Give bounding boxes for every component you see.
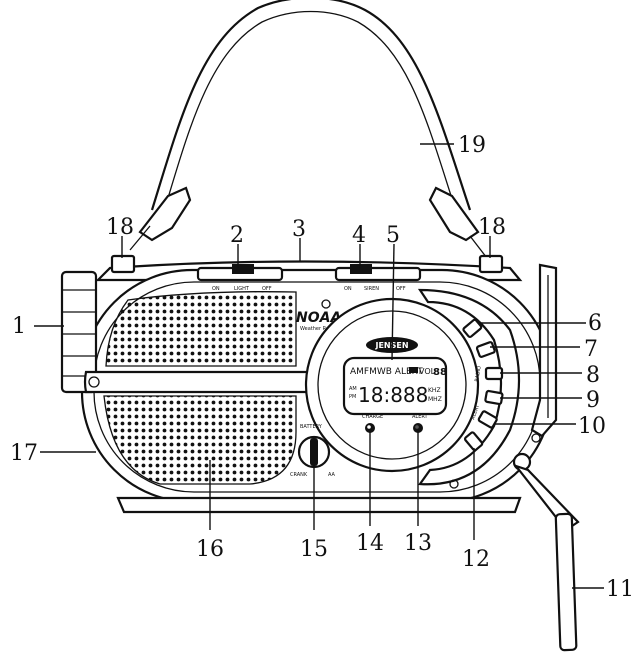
button-9[interactable] — [484, 389, 504, 406]
callout-19: 19 — [458, 133, 486, 158]
siren-switch-name-label: SIREN — [364, 286, 379, 292]
alert-label: ALERT — [412, 414, 428, 420]
light-switch-name-label: LIGHT — [234, 286, 250, 292]
lcd-display: AMFMWB ALERT VOL 88 AM PM 18:888 KHZ MHZ — [342, 356, 448, 416]
callout-13: 13 — [404, 531, 432, 556]
strap-mount-left — [110, 254, 136, 274]
speaker-grille — [83, 291, 342, 485]
radio-side-label: RADIO — [474, 366, 483, 383]
noaa-subtitle: Weather Radio — [300, 326, 337, 332]
callout-2: 2 — [230, 223, 244, 248]
antenna — [512, 452, 580, 652]
alert-indicator: ALERT — [412, 414, 428, 433]
callout-3: 3 — [292, 217, 306, 242]
charge-indicator: CHARGE — [362, 414, 383, 433]
siren-switch[interactable]: ON SIREN OFF — [334, 264, 422, 292]
callout-11: 11 — [606, 577, 634, 602]
callout-12: 12 — [462, 547, 490, 572]
callout-18-right: 18 — [478, 215, 506, 240]
leader-lines — [34, 143, 604, 589]
lcd-frequency-digits: 18:888 — [358, 383, 428, 407]
battery-selector-aa: AA — [328, 472, 336, 478]
callout-8: 8 — [586, 363, 600, 388]
light-switch-on-label: ON — [212, 286, 220, 292]
callout-14: 14 — [356, 531, 384, 556]
callout-4: 4 — [352, 223, 366, 248]
callout-10: 10 — [578, 414, 606, 439]
callout-9: 9 — [586, 388, 600, 413]
callout-7: 7 — [584, 337, 598, 362]
siren-switch-off-label: OFF — [396, 286, 406, 292]
button-8[interactable] — [484, 366, 504, 381]
jensen-logo-text: JENSEN — [374, 341, 408, 350]
carrying-strap — [129, 0, 491, 263]
crank-handle — [530, 263, 558, 438]
strap-mount-right — [478, 254, 504, 274]
callout-labels: 1 2 3 4 5 6 7 8 9 10 11 12 13 14 15 16 1… — [10, 133, 634, 602]
lcd-am-indicator: AM — [349, 386, 357, 392]
charge-label: CHARGE — [362, 414, 383, 420]
button-12[interactable] — [463, 431, 484, 452]
callout-18-left: 18 — [106, 215, 134, 240]
noaa-badge: NOAA Weather Radio — [296, 299, 341, 332]
lcd-vol-label: VOL — [419, 367, 436, 376]
siren-switch-on-label: ON — [344, 286, 352, 292]
side-flashlight-panel — [60, 270, 98, 394]
lcd-band-indicators: AMFMWB ALERT — [350, 367, 423, 377]
noaa-logo-text: NOAA — [296, 310, 341, 326]
lcd-battery-icon — [409, 367, 418, 373]
light-switch-off-label: OFF — [262, 286, 272, 292]
battery-selector-title: BATTERY — [300, 424, 323, 430]
callout-6: 6 — [588, 311, 602, 336]
callout-17: 17 — [10, 441, 38, 466]
lcd-khz-indicator: KHZ — [428, 387, 441, 394]
lcd-vol-digits: 88 — [433, 367, 447, 378]
alert-side-label: ALERT — [470, 403, 481, 421]
light-switch[interactable]: ON LIGHT OFF — [196, 264, 284, 292]
callout-16: 16 — [196, 537, 224, 562]
callout-15: 15 — [300, 537, 328, 562]
lcd-mhz-indicator: MHZ — [428, 396, 442, 403]
battery-selector[interactable]: BATTERY CRANK AA — [290, 424, 336, 478]
callout-1: 1 — [12, 314, 26, 339]
lcd-pm-indicator: PM — [349, 394, 356, 400]
battery-selector-crank: CRANK — [290, 472, 308, 478]
callout-5: 5 — [386, 223, 400, 248]
